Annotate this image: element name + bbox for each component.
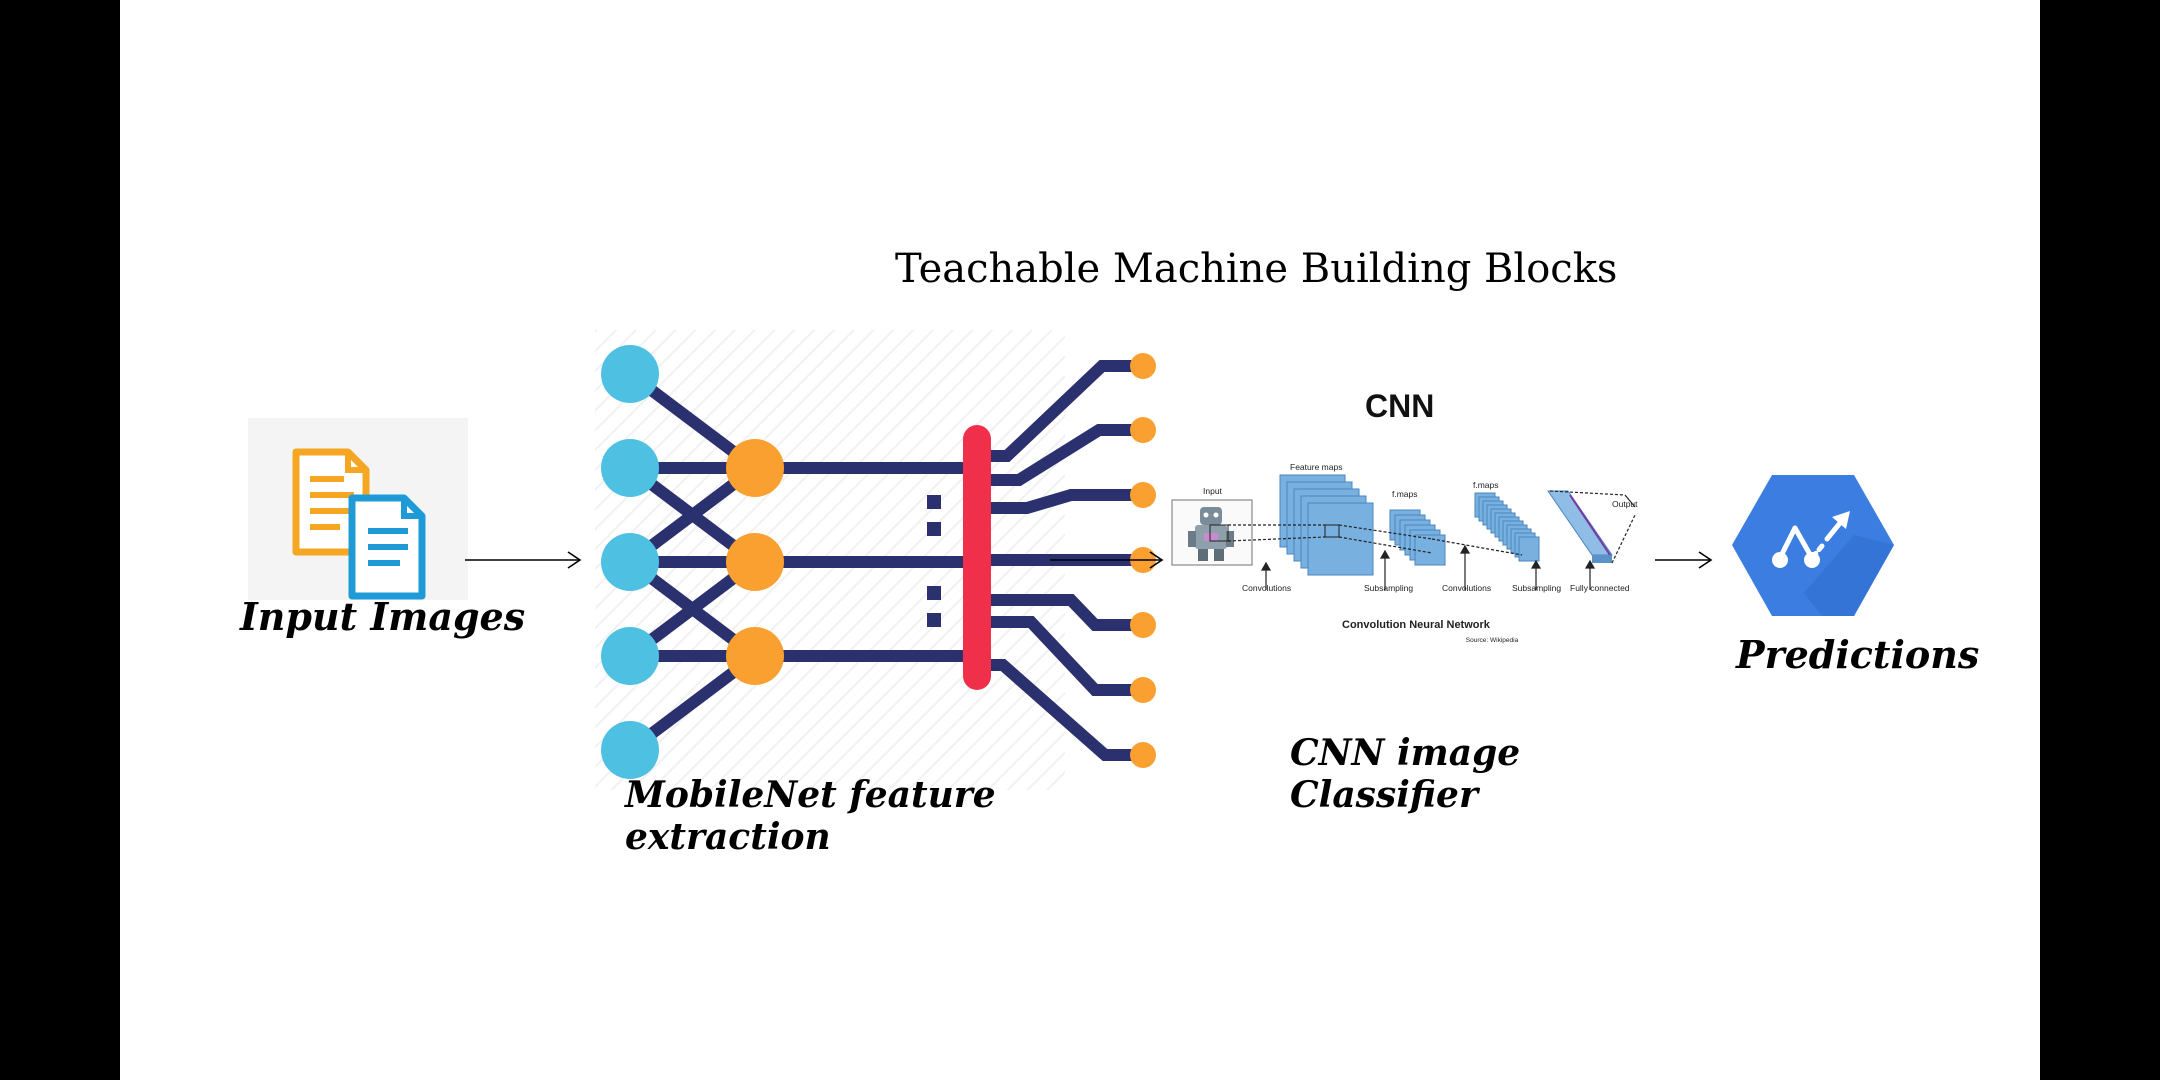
cnn-input-label: Input xyxy=(1203,486,1223,496)
cnn-architecture-diagram: Input Feature maps f.maps f.maps Output … xyxy=(1171,462,1638,644)
mobilenet-label-line1: MobileNet feature xyxy=(625,774,996,816)
cnn-source: Source: Wikipedia xyxy=(1466,637,1519,644)
documents-icon xyxy=(248,418,468,600)
cnn-convolutions2-label: Convolutions xyxy=(1442,583,1491,593)
cnn-subsampling2-label: Subsampling xyxy=(1512,583,1561,593)
mobilenet-label-line2: extraction xyxy=(625,816,831,858)
arrow-input-to-mobilenet xyxy=(465,551,582,569)
slide-canvas: Teachable Machine Building Blocks Input … xyxy=(120,0,2040,1080)
cnn-classifier-label-line2: Classifier xyxy=(1290,774,1478,816)
prediction-hexagon-icon xyxy=(1732,475,1894,616)
diagram-title: Teachable Machine Building Blocks xyxy=(895,246,1618,292)
cnn-fmaps2-label: f.maps xyxy=(1473,480,1499,490)
robot-icon xyxy=(1188,507,1234,561)
cnn-fmaps1-label: f.maps xyxy=(1392,489,1418,499)
cnn-output-label: Output xyxy=(1612,499,1638,509)
predictions-label: Predictions xyxy=(1736,632,1980,677)
cnn-caption: Convolution Neural Network xyxy=(1342,619,1491,631)
arrow-mobilenet-to-cnn xyxy=(1050,551,1164,569)
cnn-fully-connected-label: Fully connected xyxy=(1570,583,1630,593)
cnn-convolutions1-label: Convolutions xyxy=(1242,583,1291,593)
arrow-cnn-to-predictions xyxy=(1655,551,1713,569)
cnn-classifier-label-line1: CNN image xyxy=(1290,732,1521,774)
input-images-label: Input Images xyxy=(240,594,526,639)
cnn-feature-maps-label: Feature maps xyxy=(1290,462,1342,472)
cnn-subsampling1-label: Subsampling xyxy=(1364,583,1413,593)
cnn-heading: CNN xyxy=(1365,388,1435,424)
